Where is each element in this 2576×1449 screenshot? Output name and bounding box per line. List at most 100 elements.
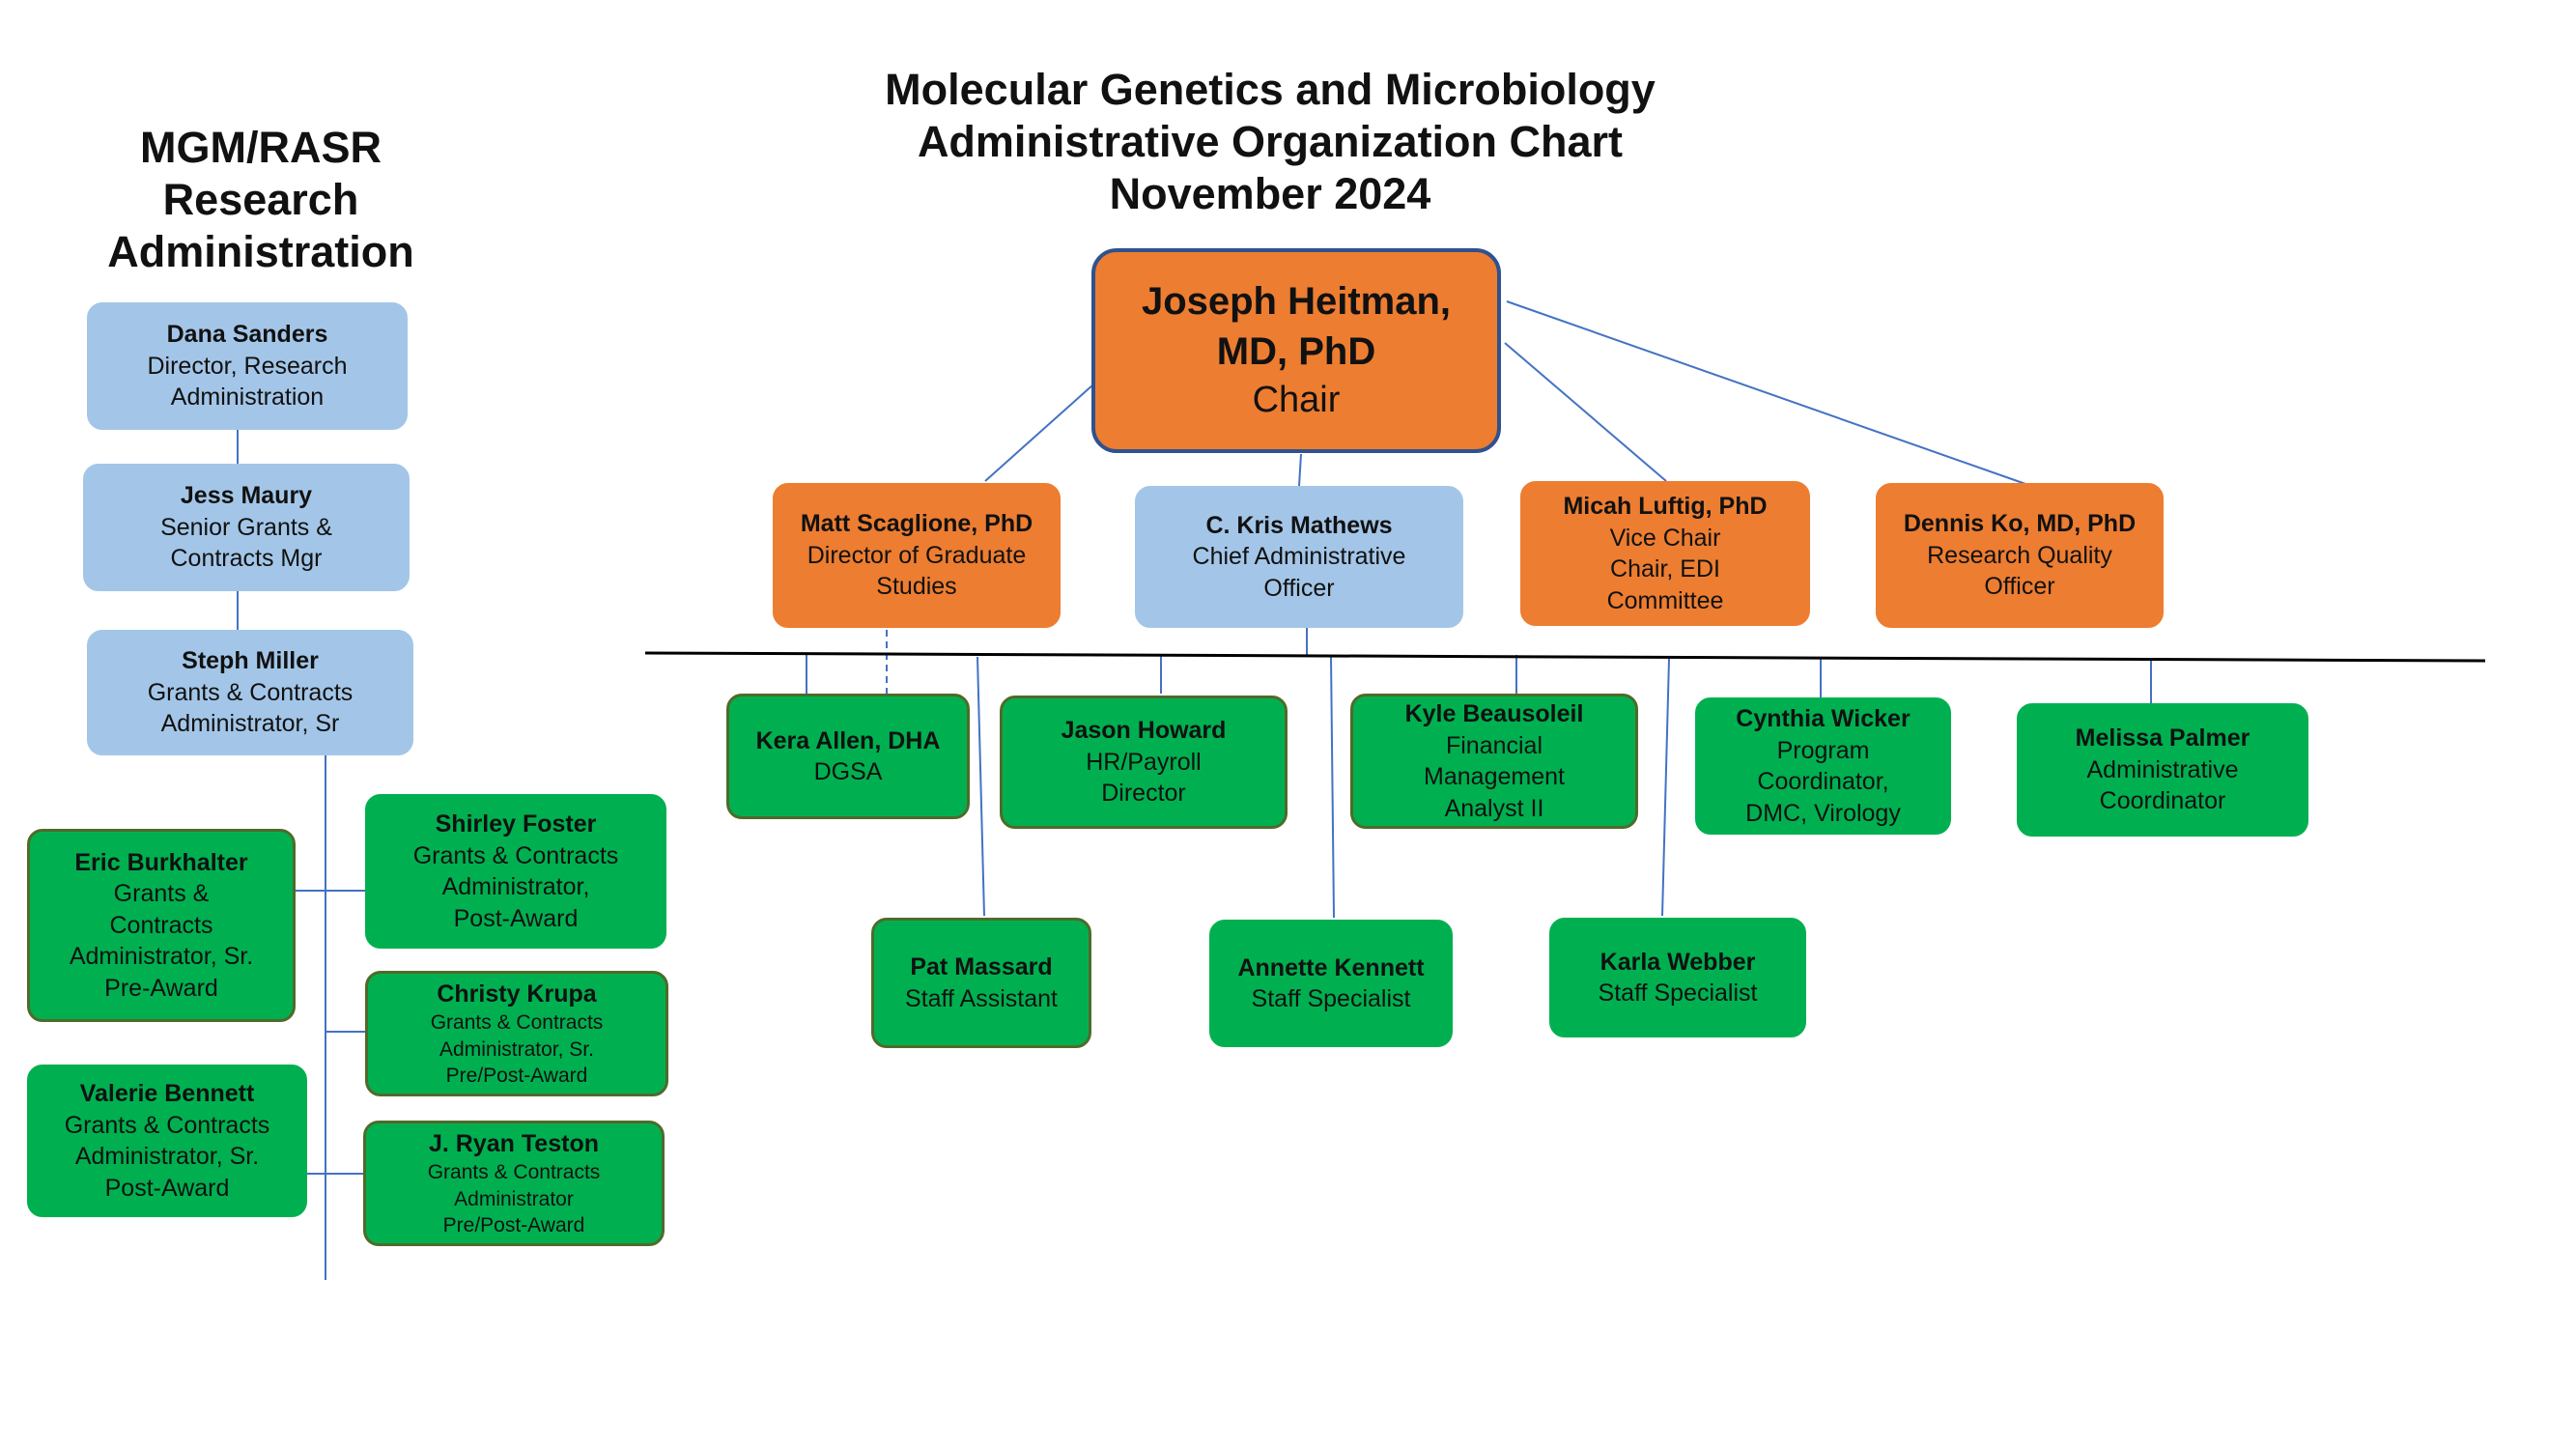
- staff-role-line: Administrative: [2086, 755, 2239, 783]
- ra-name: Shirley Foster: [435, 810, 597, 838]
- chart-title-line-2: Administrative Organization Chart: [917, 117, 1624, 166]
- ra-role-line: Senior Grants &: [160, 513, 332, 541]
- ra-box-sanders: Dana Sanders Director, Research Administ…: [87, 302, 408, 430]
- staff-role-line: Financial: [1445, 731, 1543, 759]
- staff-role-line: Director: [1101, 780, 1186, 808]
- ra-role-line: Grants & Contracts: [147, 678, 354, 706]
- ra-role-line: Administration: [170, 384, 325, 412]
- ra-box-foster: Shirley Foster Grants & Contracts Admini…: [365, 794, 666, 949]
- staff-box-beausoleil: Kyle Beausoleil Financial Management Ana…: [1350, 694, 1638, 829]
- connector-kennett: [1330, 656, 1335, 919]
- ra-name: Jess Maury: [180, 482, 313, 510]
- ra-box-teston: J. Ryan Teston Grants & Contracts Admini…: [363, 1121, 665, 1246]
- staff-role-line: DMC, Virology: [1745, 799, 1901, 827]
- leader-role-line: Vice Chair: [1609, 524, 1721, 552]
- staff-name: Jason Howard: [1061, 717, 1227, 745]
- leader-name: Matt Scaglione, PhD: [800, 510, 1033, 538]
- ra-role-line: Pre/Post-Award: [445, 1064, 588, 1087]
- chart-title: Molecular Genetics and Microbiology Admi…: [787, 64, 1753, 220]
- chair-name-line-1: Joseph Heitman,: [1141, 280, 1452, 324]
- ra-name: Dana Sanders: [166, 321, 328, 349]
- ra-role-line: Director, Research: [147, 352, 348, 380]
- staff-horizontal-bar: [644, 651, 2486, 663]
- staff-name: Pat Massard: [910, 953, 1053, 980]
- ra-role-line: Administrator, Sr.: [69, 943, 254, 971]
- ra-role-line: Post-Award: [104, 1174, 230, 1202]
- leader-role-line: Chief Administrative: [1192, 543, 1406, 571]
- chart-title-line-3: November 2024: [1109, 169, 1431, 218]
- staff-name: Kyle Beausoleil: [1404, 700, 1584, 727]
- staff-role-line: Coordinator,: [1757, 768, 1889, 795]
- staff-role-line: Coordinator: [2099, 787, 2226, 815]
- leader-name: Micah Luftig, PhD: [1563, 493, 1768, 520]
- ra-box-bennett: Valerie Bennett Grants & Contracts Admin…: [27, 1065, 307, 1217]
- staff-role-line: Staff Specialist: [1251, 985, 1411, 1012]
- ra-name: Christy Krupa: [437, 980, 597, 1008]
- staff-role-line: DGSA: [813, 758, 883, 785]
- ra-role-line: Grants & Contracts: [64, 1111, 270, 1139]
- ra-name: Steph Miller: [182, 647, 319, 675]
- research-admin-title-line-3: Administration: [107, 227, 414, 276]
- ra-role-line: Grants &: [113, 880, 210, 908]
- leader-box-scaglione: Matt Scaglione, PhD Director of Graduate…: [773, 483, 1061, 628]
- ra-name: Eric Burkhalter: [74, 848, 248, 876]
- leader-name: C. Kris Mathews: [1205, 511, 1393, 539]
- ra-role-line: Administrator: [454, 1187, 574, 1210]
- leader-role-line: Director of Graduate: [807, 541, 1027, 569]
- staff-name: Cynthia Wicker: [1736, 705, 1911, 732]
- leader-role-line: Studies: [876, 573, 957, 601]
- leader-role-line: Research Quality: [1927, 541, 2112, 569]
- research-admin-title-line-1: MGM/RASR: [140, 123, 382, 172]
- staff-box-webber: Karla Webber Staff Specialist: [1549, 918, 1806, 1037]
- chair-name-line-2: MD, PhD: [1216, 330, 1376, 374]
- ra-role-line: Pre/Post-Award: [442, 1213, 585, 1236]
- research-admin-title: MGM/RASR Research Administration: [68, 122, 454, 278]
- staff-box-kennett: Annette Kennett Staff Specialist: [1209, 920, 1453, 1047]
- staff-box-howard: Jason Howard HR/Payroll Director: [1000, 696, 1288, 829]
- staff-role-line: Management: [1424, 763, 1565, 790]
- staff-name: Kera Allen, DHA: [755, 726, 941, 754]
- connector-chair-scaglione: [984, 384, 1094, 482]
- ra-role-line: Administrator, Sr.: [74, 1143, 260, 1170]
- connector-massard: [977, 656, 985, 917]
- connector-webber: [1661, 658, 1670, 917]
- leader-role-line: Officer: [1984, 573, 2055, 601]
- ra-box-miller: Steph Miller Grants & Contracts Administ…: [87, 630, 413, 755]
- chair-box: Joseph Heitman, MD, PhD Chair: [1091, 248, 1501, 453]
- ra-role-line: Administrator, Sr.: [439, 1037, 594, 1061]
- ra-box-burkhalter: Eric Burkhalter Grants & Contracts Admin…: [27, 829, 296, 1022]
- ra-role-line: Pre-Award: [104, 974, 218, 1002]
- ra-box-krupa: Christy Krupa Grants & Contracts Adminis…: [365, 971, 668, 1096]
- leader-role-line: Officer: [1263, 574, 1335, 602]
- staff-name: Karla Webber: [1599, 948, 1756, 976]
- staff-role-line: HR/Payroll: [1086, 748, 1202, 776]
- chair-role: Chair: [1252, 380, 1341, 421]
- ra-role-line: Grants & Contracts: [427, 1161, 601, 1184]
- ra-role-line: Contracts Mgr: [170, 545, 323, 573]
- leader-box-mathews: C. Kris Mathews Chief Administrative Off…: [1135, 486, 1463, 628]
- staff-box-massard: Pat Massard Staff Assistant: [871, 918, 1091, 1048]
- connector-chair-mathews: [1298, 453, 1302, 487]
- staff-name: Melissa Palmer: [2075, 724, 2250, 753]
- staff-role-line: Staff Assistant: [905, 984, 1058, 1012]
- ra-role-line: Grants & Contracts: [412, 841, 619, 869]
- research-admin-title-line-2: Research: [162, 175, 359, 224]
- leader-role-line: Committee: [1606, 586, 1724, 614]
- staff-box-palmer: Melissa Palmer Administrative Coordinato…: [2017, 703, 2308, 837]
- staff-role-line: Analyst II: [1444, 794, 1544, 822]
- ra-role-line: Administrator, Sr: [160, 710, 340, 738]
- staff-box-allen: Kera Allen, DHA DGSA: [726, 694, 970, 819]
- staff-role-line: Staff Specialist: [1598, 980, 1758, 1007]
- staff-role-line: Program: [1776, 736, 1870, 764]
- ra-role-line: Contracts: [109, 911, 213, 939]
- leader-box-ko: Dennis Ko, MD, PhD Research Quality Offi…: [1876, 483, 2164, 628]
- ra-name: Valerie Bennett: [79, 1080, 255, 1107]
- staff-name: Annette Kennett: [1237, 953, 1425, 981]
- leader-name: Dennis Ko, MD, PhD: [1903, 510, 2137, 538]
- ra-box-maury: Jess Maury Senior Grants & Contracts Mgr: [83, 464, 410, 591]
- leader-role-line: Chair, EDI: [1610, 555, 1720, 582]
- connector-chair-luftig: [1504, 342, 1667, 482]
- leader-box-luftig: Micah Luftig, PhD Vice Chair Chair, EDI …: [1520, 481, 1810, 626]
- staff-box-wicker: Cynthia Wicker Program Coordinator, DMC,…: [1695, 697, 1951, 835]
